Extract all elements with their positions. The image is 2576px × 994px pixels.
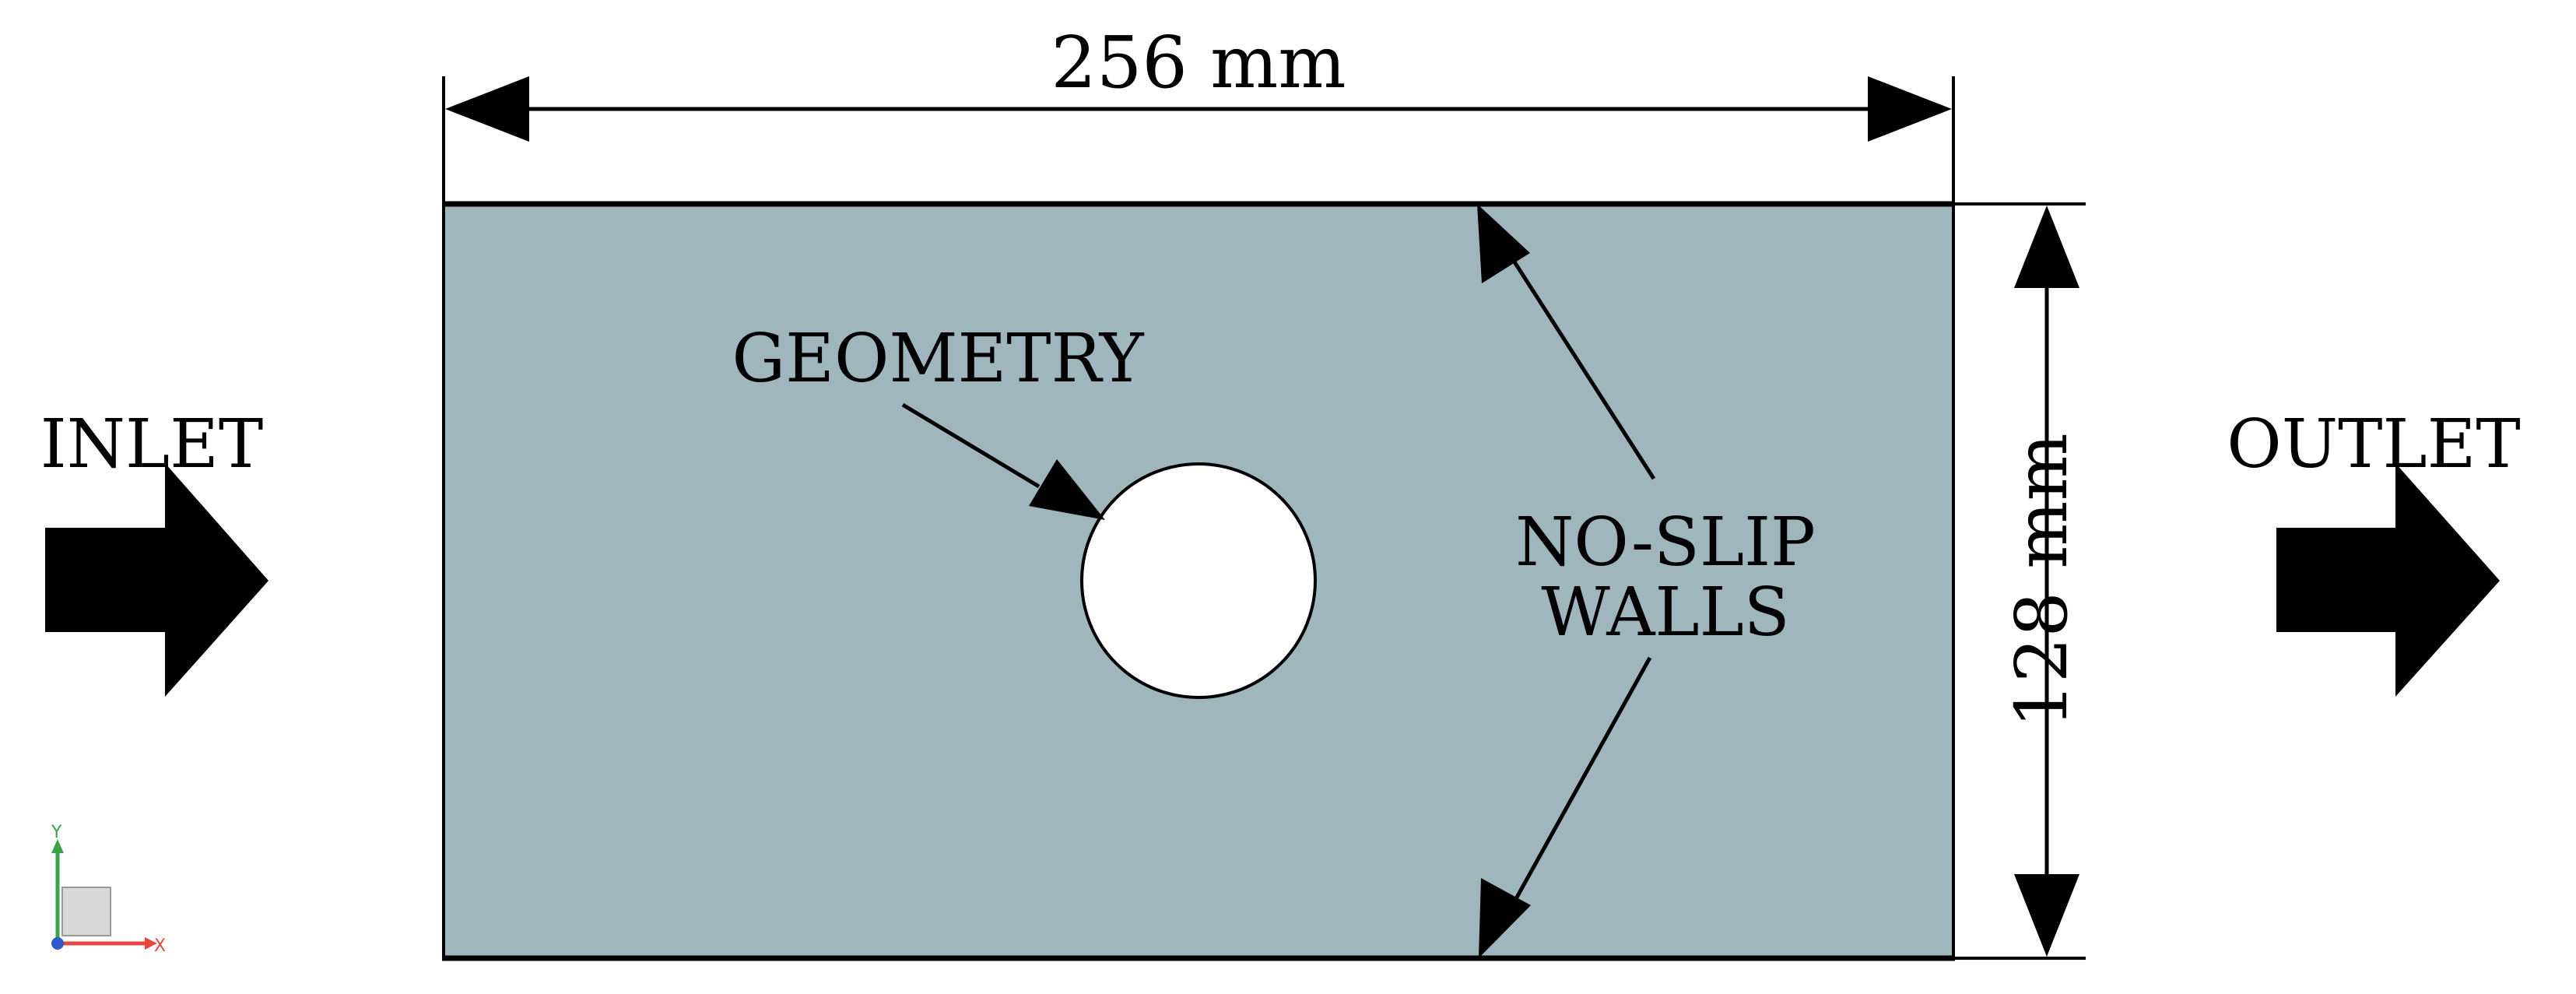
width-arrow-left (445, 76, 529, 142)
outlet-arrow (2276, 463, 2500, 697)
triad-x-arrowhead (145, 937, 157, 950)
triad-y-arrowhead (51, 839, 64, 853)
height-arrow-bottom (2014, 874, 2079, 957)
outlet-label: OUTLET (2227, 406, 2521, 483)
width-arrow-right (1868, 76, 1952, 142)
inlet-arrow (45, 463, 268, 697)
geometry-leader-arrow (1029, 459, 1105, 520)
inlet-label: INLET (40, 406, 263, 483)
triad-x-label: X (154, 936, 166, 956)
walls-label-line2: WALLS (1541, 574, 1789, 652)
walls-leader-top (1511, 259, 1656, 480)
triad-y-label: Y (51, 823, 62, 842)
triad-z-axis (51, 937, 64, 950)
height-dimension-label: 128 mm (2000, 433, 2083, 728)
coordinate-triad: Y X (51, 823, 166, 956)
height-arrow-top (2014, 205, 2079, 288)
geometry-leader-line (901, 402, 1041, 489)
geometry-label: GEOMETRY (732, 320, 1144, 398)
width-dimension-label: 256 mm (1051, 21, 1346, 104)
walls-leader-bottom (1511, 656, 1652, 904)
triad-cube (61, 887, 111, 936)
obstacle-circle (1080, 462, 1317, 699)
walls-label-line1: NO-SLIP (1515, 504, 1816, 581)
walls-leader-top-arrow (1477, 204, 1530, 283)
walls-leader-bottom-arrow (1479, 878, 1531, 958)
